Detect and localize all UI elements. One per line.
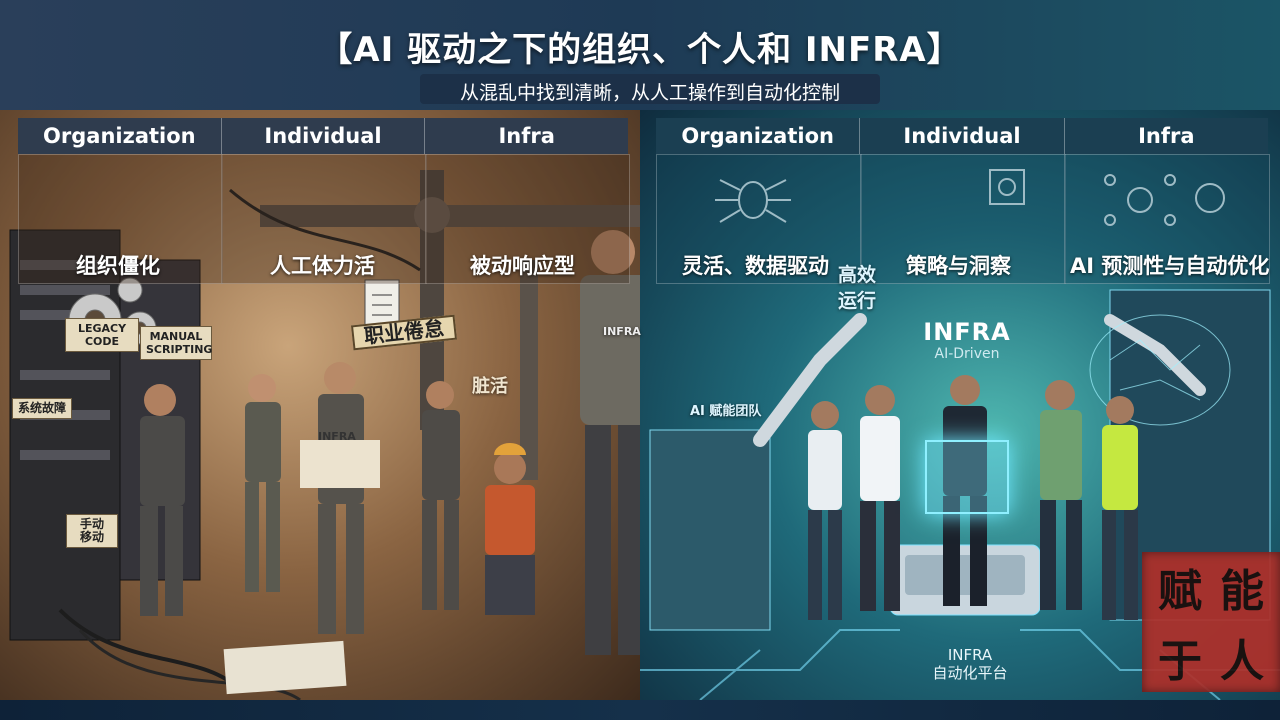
- clipboard-icon: [364, 279, 400, 327]
- label-efficient: 高效 运行: [838, 264, 877, 312]
- col-infra: Infra: [498, 124, 555, 148]
- label-agile: 灵活、数据驱动: [682, 254, 829, 278]
- label-dirty-work: 脏活: [472, 376, 508, 397]
- page-subtitle: 从混乱中找到清晰，从人工操作到自动化控制: [459, 82, 840, 104]
- pipe: [520, 260, 538, 480]
- label-ai-team: AI 赋能团队: [690, 404, 762, 419]
- left-illustration: [9, 170, 640, 700]
- team-member: [808, 401, 842, 620]
- panel-box: [1064, 154, 1270, 284]
- team-member: [1102, 396, 1138, 620]
- platform-line-1: INFRA: [947, 646, 993, 664]
- stamp-char: 于: [1158, 636, 1202, 687]
- team-member: [943, 375, 987, 606]
- panel-box: [425, 154, 630, 284]
- footer-strip: [0, 700, 1280, 720]
- col-individual: Individual: [222, 118, 426, 154]
- subtitle-bar: [420, 74, 880, 104]
- worker: [485, 443, 535, 615]
- page-title: 【AI 驱动之下的组织、个人和 INFRA】: [318, 30, 962, 70]
- label-org-rigid: 组织僵化: [76, 254, 160, 278]
- pipe: [260, 205, 640, 227]
- robot-arm: [753, 313, 867, 447]
- sign-legacy-code: LEGACY CODE: [65, 318, 139, 352]
- worker: [140, 384, 185, 616]
- right-column-header: Organization Individual Infra: [656, 118, 1268, 154]
- panel-box: [860, 154, 1066, 284]
- logo-text: INFRA: [923, 318, 1011, 346]
- robot-arm: [1104, 314, 1206, 396]
- stamp-char: 赋: [1158, 566, 1202, 617]
- red-seal-stamp: 赋 能 于 人: [1142, 552, 1280, 692]
- panel-box: [18, 154, 223, 284]
- worker: [422, 381, 460, 610]
- col-organization: Organization: [18, 118, 222, 154]
- workstation: [649, 429, 771, 631]
- map-infra: INFRA: [318, 430, 356, 443]
- shirt-infra: INFRA: [603, 325, 641, 338]
- right-illustration: [640, 169, 1280, 700]
- sign-system-fault: 系统故障: [12, 398, 73, 419]
- central-engineer: [580, 230, 640, 655]
- label-reactive: 被动响应型: [470, 254, 575, 278]
- worker: [245, 374, 281, 592]
- label-strategy: 策略与洞察: [906, 254, 1011, 278]
- sign-manual-move: 手动 移动: [66, 514, 118, 548]
- left-column-header: Organization Individual Infra: [18, 118, 628, 154]
- panel-box: [221, 154, 427, 284]
- holo-cube: [925, 440, 1009, 514]
- data-network-icon: [715, 179, 791, 223]
- sign-manual-scripting: MANUAL SCRIPTING: [140, 326, 212, 360]
- platform-label: INFRA 自动化平台: [905, 646, 1035, 682]
- col-individual: Individual: [860, 118, 1065, 154]
- label-ai-predictive: AI 预测性与自动优化: [1070, 254, 1270, 278]
- target-scan-icon: [989, 169, 1025, 205]
- network-node-icon: [1104, 174, 1225, 226]
- col-organization: Organization: [656, 118, 861, 154]
- ai-brain: [1089, 314, 1231, 426]
- platform-line-2: 自动化平台: [932, 664, 1008, 682]
- left-scene-chaos: [0, 110, 640, 700]
- worker: [300, 362, 380, 634]
- stamp-char: 能: [1220, 566, 1264, 617]
- logo-subtext: AI-Driven: [934, 346, 1000, 362]
- team-member: [860, 385, 900, 611]
- label-manual-labor: 人工体力活: [270, 254, 375, 278]
- pipe-valve: [414, 197, 450, 233]
- panel-box: [656, 154, 862, 284]
- infra-logo: INFRA AI-Driven: [912, 318, 1022, 362]
- blueprint: [223, 640, 347, 695]
- team-member: [1040, 380, 1082, 610]
- stamp-char: 人: [1220, 636, 1264, 687]
- col-infra: Infra: [1138, 124, 1195, 148]
